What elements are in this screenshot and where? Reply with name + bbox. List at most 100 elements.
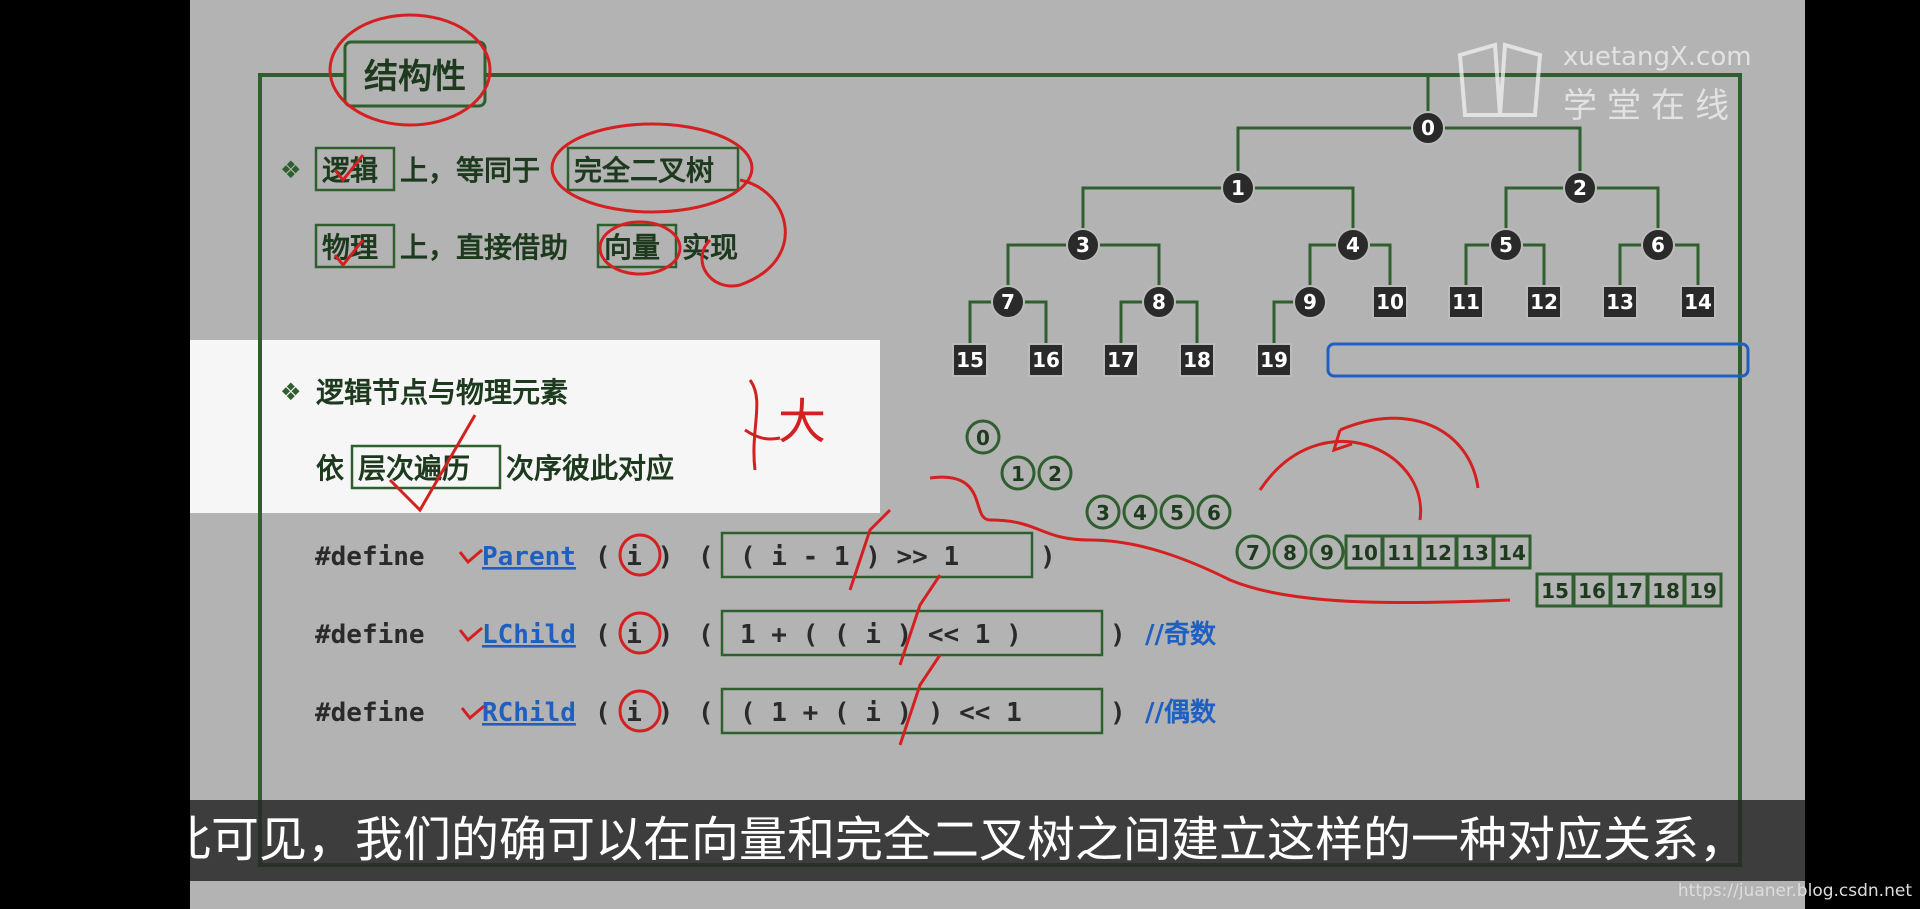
macro-comment: //偶数	[1145, 698, 1217, 728]
array-cell	[1085, 494, 1121, 530]
tree-node	[1680, 285, 1716, 319]
array-cell	[1683, 572, 1723, 608]
define-kw: #define	[315, 542, 425, 572]
macro-close: )	[1110, 620, 1126, 650]
macro-open: (	[698, 620, 714, 650]
equal-text: 上，等同于	[400, 154, 540, 187]
array-cell	[1122, 494, 1158, 530]
tree-node-label: 6	[1651, 233, 1665, 257]
annotation-big: 大	[778, 394, 826, 450]
macro-open: (	[698, 542, 714, 572]
macro-close: )	[1110, 698, 1126, 728]
tree-node	[1256, 343, 1292, 377]
tree-node	[1293, 285, 1327, 319]
tree-node-label: 4	[1346, 233, 1360, 257]
watermark: https://juaner.blog.csdn.net	[1677, 881, 1912, 901]
order-prefix: 依	[316, 452, 345, 485]
cbt-box	[566, 146, 740, 192]
tree-node-label: 11	[1452, 290, 1480, 314]
tree-node	[1489, 228, 1523, 262]
tree-node-label: 10	[1376, 290, 1404, 314]
tree-node	[1448, 285, 1484, 319]
slide-title: 结构性	[364, 57, 466, 97]
tree-node-label: 9	[1303, 290, 1317, 314]
tree-node-label: 14	[1684, 290, 1712, 314]
array-cell-label: 8	[1283, 541, 1297, 565]
array-cell	[1344, 534, 1384, 570]
array-cell	[965, 419, 1001, 455]
tree-node	[1066, 228, 1100, 262]
vector-box	[596, 223, 678, 269]
array-cell-label: 3	[1096, 501, 1110, 525]
tree-node	[1372, 285, 1408, 319]
blue-highlight	[1326, 342, 1750, 378]
tree-edge	[1238, 186, 1355, 245]
bullet-icon: ❖	[280, 156, 302, 184]
cbt-text: 完全二叉树	[574, 154, 714, 187]
array-cell-label: 2	[1048, 462, 1062, 486]
subtitle-bar	[190, 800, 1805, 881]
array-cell	[1609, 572, 1649, 608]
tree-node	[1641, 228, 1675, 262]
tree-node	[952, 343, 988, 377]
macro-body-box	[720, 687, 1104, 735]
array-cell-label: 0	[976, 426, 990, 450]
macro-body: 1 + ( ( i ) << 1 )	[740, 620, 1022, 650]
logo-cn: 学堂在线	[1563, 86, 1739, 126]
physical-box	[314, 223, 396, 269]
array-cell-label: 1	[1011, 462, 1025, 486]
array-cell	[1000, 455, 1036, 491]
array-cell-label: 17	[1615, 579, 1643, 603]
tree-node	[1142, 285, 1176, 319]
tree-edge	[1428, 126, 1582, 188]
array-cell	[1492, 534, 1532, 570]
tree-node	[1179, 343, 1215, 377]
array-cell	[1235, 534, 1271, 570]
array-cell	[1535, 572, 1575, 608]
xuetangx-logo: xuetangX.com 学堂在线	[1455, 30, 1752, 130]
tree-edge	[1083, 243, 1161, 302]
red-annotations	[333, 122, 1511, 746]
tree-node	[1028, 343, 1064, 377]
tree-node-label: 17	[1107, 348, 1135, 372]
tree-node-label: 13	[1606, 290, 1634, 314]
slide-border	[258, 73, 1742, 867]
mapping-text: 逻辑节点与物理元素	[316, 376, 568, 409]
highlight-band	[190, 340, 880, 513]
array-cell	[1196, 494, 1232, 530]
vector-text: 向量	[604, 231, 660, 264]
tree-node-label: 19	[1260, 348, 1288, 372]
logic-box	[314, 146, 396, 192]
array-cell	[1272, 534, 1308, 570]
tree-node	[991, 285, 1025, 319]
tree-edge	[1580, 186, 1660, 245]
physical-text: 物理	[322, 231, 378, 264]
tree-node-label: 15	[956, 348, 984, 372]
macro-open: (	[698, 698, 714, 728]
tree-edge	[1236, 126, 1428, 188]
array-cell-label: 16	[1578, 579, 1606, 603]
array-cell	[1646, 572, 1686, 608]
tree-edge	[1081, 186, 1238, 245]
tree-node	[1526, 285, 1562, 319]
array-cell-label: 4	[1133, 501, 1147, 525]
tree-node-label: 0	[1421, 116, 1435, 140]
array-cell-label: 5	[1170, 501, 1184, 525]
define-kw: #define	[315, 698, 425, 728]
bfs-box	[350, 444, 502, 490]
title-box	[343, 40, 487, 108]
book-icon	[1457, 42, 1543, 117]
tree-node-label: 16	[1032, 348, 1060, 372]
tree-node	[1602, 285, 1638, 319]
tree-node	[1221, 171, 1255, 205]
array-cell	[1455, 534, 1495, 570]
array-cell-label: 15	[1541, 579, 1569, 603]
macro-name: Parent	[482, 542, 576, 572]
direct-text: 上，直接借助	[400, 231, 568, 264]
macro-body-box	[720, 531, 1034, 579]
array-cell	[1309, 534, 1345, 570]
macro-args: ( i )	[595, 698, 673, 728]
macro-body: ( i - 1 ) >> 1	[740, 542, 959, 572]
tree-node-label: 7	[1001, 290, 1015, 314]
